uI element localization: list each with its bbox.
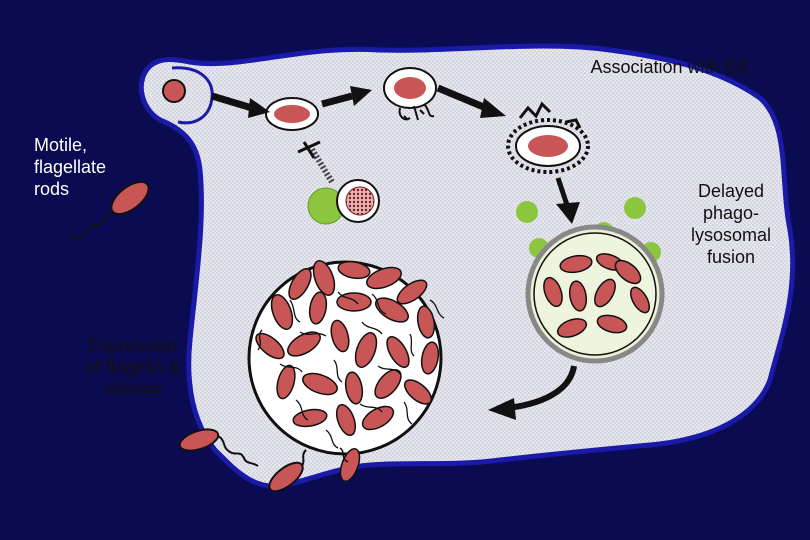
arrow-to-er-association bbox=[436, 84, 506, 118]
lysosome bbox=[624, 197, 646, 219]
phagosome-1 bbox=[265, 97, 319, 131]
motile-rod bbox=[69, 180, 150, 239]
burst-vacuole bbox=[247, 260, 445, 482]
label-delayed-phagolysosomal-fusion: Delayed phago- lysosomal fusion bbox=[690, 181, 772, 267]
arrow-to-replication bbox=[555, 177, 580, 224]
label-association-with-er: Association with ER bbox=[590, 57, 750, 77]
released-bacteria bbox=[178, 428, 307, 493]
arrow-uptake bbox=[210, 92, 270, 118]
phagosome-2 bbox=[383, 67, 437, 121]
arrow-to-release bbox=[488, 365, 577, 420]
label-expression-of-flagella-release: Expression of flagella & release bbox=[85, 335, 181, 399]
er-associated-phagosome bbox=[506, 101, 590, 174]
blocked-fusion-arrow bbox=[297, 140, 335, 184]
label-motile-flagellate-rods: Motile, flagellate rods bbox=[34, 135, 107, 199]
replicative-vacuole bbox=[525, 224, 665, 364]
arrow-to-vesicle-recruitment bbox=[321, 86, 372, 108]
degraded-bacterium-phagosome bbox=[336, 179, 380, 223]
bacterium-entering bbox=[162, 79, 186, 103]
lysosome bbox=[516, 201, 538, 223]
